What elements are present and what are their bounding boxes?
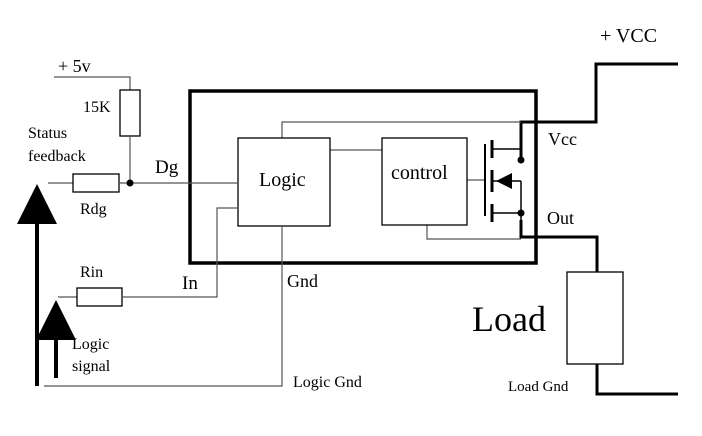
vcc-supply-label: + VCC	[600, 25, 657, 47]
in-wire	[122, 207, 238, 298]
resistor-rin	[76, 287, 123, 307]
resistor-15k	[119, 89, 141, 137]
dg-pin-label: Dg	[155, 157, 179, 178]
load-block	[566, 271, 624, 365]
load-gnd-wire	[595, 364, 678, 396]
resistor-15k-label: 15K	[83, 99, 111, 116]
out-junction-dot	[517, 209, 525, 217]
control-bottom-wire	[426, 225, 521, 240]
smart-switch-package	[188, 89, 538, 265]
pullup-supply-wire	[54, 76, 131, 90]
rin-label: Rin	[80, 264, 103, 281]
gnd-pin-label: Gnd	[287, 271, 318, 291]
gnd-wire	[44, 226, 283, 387]
dg-junction-dot	[126, 179, 134, 187]
status-feedback-label-line2: feedback	[28, 148, 86, 165]
logic-block-label: Logic	[259, 169, 306, 191]
out-to-load-wire	[519, 220, 599, 272]
out-pin-label: Out	[547, 208, 574, 228]
load-gnd-label: Load Gnd	[508, 379, 569, 395]
vcc-junction-dot	[517, 156, 525, 164]
logic-signal-label-line1: Logic	[72, 336, 109, 353]
logic-top-wire	[281, 121, 521, 138]
in-pin-label: In	[182, 273, 198, 294]
mosfet-symbol	[484, 140, 522, 222]
logic-signal-label-line2: signal	[72, 358, 111, 375]
logic-block	[237, 137, 331, 227]
logic-gnd-label: Logic Gnd	[293, 374, 362, 391]
resistor-rdg	[72, 173, 120, 193]
status-feedback-label-line1: Status	[28, 125, 67, 142]
load-label: Load	[472, 299, 546, 339]
plus-5v-label: + 5v	[58, 56, 91, 76]
control-block	[381, 137, 468, 226]
vcc-supply-wire	[519, 62, 678, 160]
control-block-label: control	[391, 162, 448, 184]
vcc-pin-label: Vcc	[548, 129, 577, 149]
rdg-label: Rdg	[80, 201, 107, 218]
